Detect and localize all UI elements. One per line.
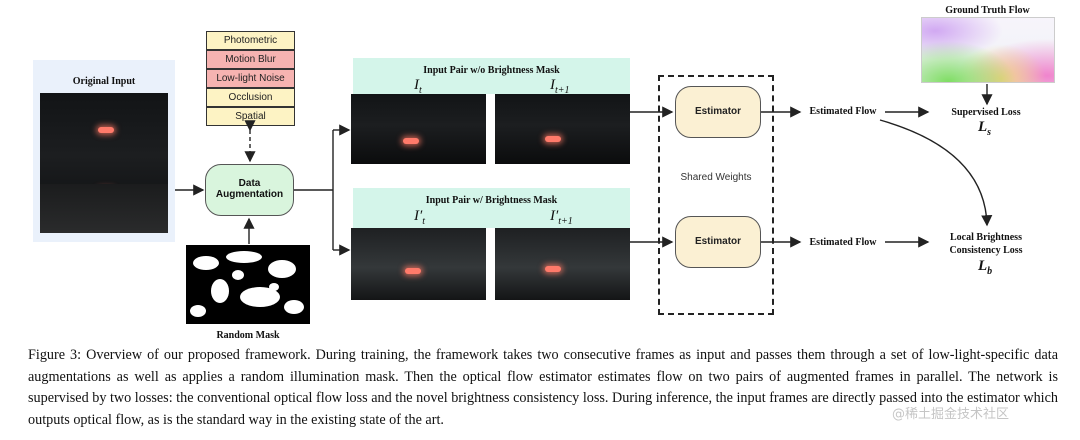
- shared-weights-label: Shared Weights: [680, 172, 752, 183]
- supervised-loss-label: Supervised Loss: [951, 107, 1021, 118]
- frame-it1-prime-label: I′t+1: [550, 208, 573, 227]
- tail-light-icon: [545, 136, 561, 142]
- pair-no-mask-header: [353, 58, 630, 94]
- estimated-flow-bottom-label: Estimated Flow: [809, 237, 877, 248]
- random-mask-image: [186, 245, 310, 324]
- local-loss-line-1: Local Brightness: [950, 232, 1022, 243]
- frame-it-image: [351, 94, 486, 164]
- original-input-label: Original Input: [72, 76, 136, 87]
- caption-text: Overview of our proposed framework. Duri…: [28, 347, 1059, 428]
- frame-it1-label: It+1: [550, 77, 570, 96]
- frame-it-prime-label: I′t: [414, 208, 426, 227]
- tail-light-icon: [98, 127, 114, 133]
- connector-arrows: [175, 84, 993, 256]
- tail-light-icon: [545, 266, 561, 272]
- watermark: @稀土掘金技术社区: [892, 407, 1010, 422]
- frame-it1-prime-image: [495, 228, 630, 300]
- figure-caption: Figure 3: Overview of our proposed frame…: [28, 345, 1058, 431]
- data-aug-line-2: Augmentation: [215, 189, 284, 200]
- loss-b-symbol: Lb: [978, 258, 993, 277]
- aug-photometric: Photometric: [206, 31, 295, 50]
- ground-truth-flow-image: [921, 17, 1055, 83]
- estimator-top: Estimator: [675, 86, 761, 138]
- frame-it-label: It: [414, 77, 422, 96]
- ground-truth-label: Ground Truth Flow: [945, 5, 1030, 16]
- aug-motion-blur: Motion Blur: [206, 50, 295, 69]
- tail-light-icon: [403, 138, 419, 144]
- random-mask-label: Random Mask: [216, 330, 280, 341]
- original-input-image: [40, 93, 168, 233]
- pair-mask-label: Input Pair w/ Brightness Mask: [425, 195, 558, 206]
- pair-no-mask-label: Input Pair w/o Brightness Mask: [423, 65, 560, 76]
- data-aug-line-1: Data: [238, 178, 261, 189]
- aug-low-light-noise: Low-light Noise: [206, 69, 295, 88]
- caption-figure-label: Figure 3:: [28, 347, 82, 363]
- shared-weights-box: [658, 75, 774, 315]
- frame-it-prime-image: [351, 228, 486, 300]
- pair-mask-header: [353, 188, 630, 228]
- frame-it1-image: [495, 94, 630, 164]
- tail-light-icon: [405, 268, 421, 274]
- estimated-flow-top-label: Estimated Flow: [809, 106, 877, 117]
- data-augmentation-box: Data Augmentation: [205, 164, 294, 216]
- estimator-bottom: Estimator: [675, 216, 761, 268]
- local-loss-line-2: Consistency Loss: [949, 245, 1023, 256]
- road-icon: [40, 184, 168, 233]
- loss-s-symbol: Ls: [978, 119, 992, 138]
- aug-occlusion: Occlusion: [206, 88, 295, 107]
